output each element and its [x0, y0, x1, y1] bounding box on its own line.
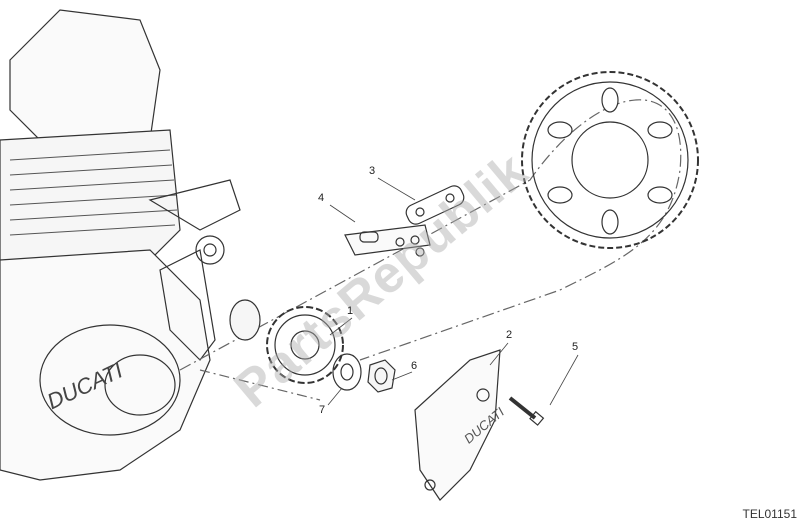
callout-3: 3 [369, 165, 376, 177]
callout-6: 6 [411, 360, 418, 372]
spacer [229, 299, 261, 341]
callout-4: 4 [318, 192, 325, 204]
callout-7: 7 [319, 404, 326, 416]
master-link [344, 224, 431, 257]
front-sprocket [266, 306, 344, 384]
chain-path [179, 99, 682, 371]
chain-link [405, 185, 465, 225]
callout-2: 2 [506, 329, 513, 341]
nut [367, 359, 396, 393]
callout-5: 5 [572, 341, 579, 353]
lock-washer [332, 353, 362, 391]
callout-1: 1 [347, 305, 354, 317]
engine-illustration: DUCATI [0, 9, 241, 481]
sprocket-cover: DUCATI [414, 349, 507, 501]
rear-sprocket [521, 71, 699, 249]
drawing-code: TEL01151 [742, 507, 798, 521]
bolt [508, 396, 545, 426]
